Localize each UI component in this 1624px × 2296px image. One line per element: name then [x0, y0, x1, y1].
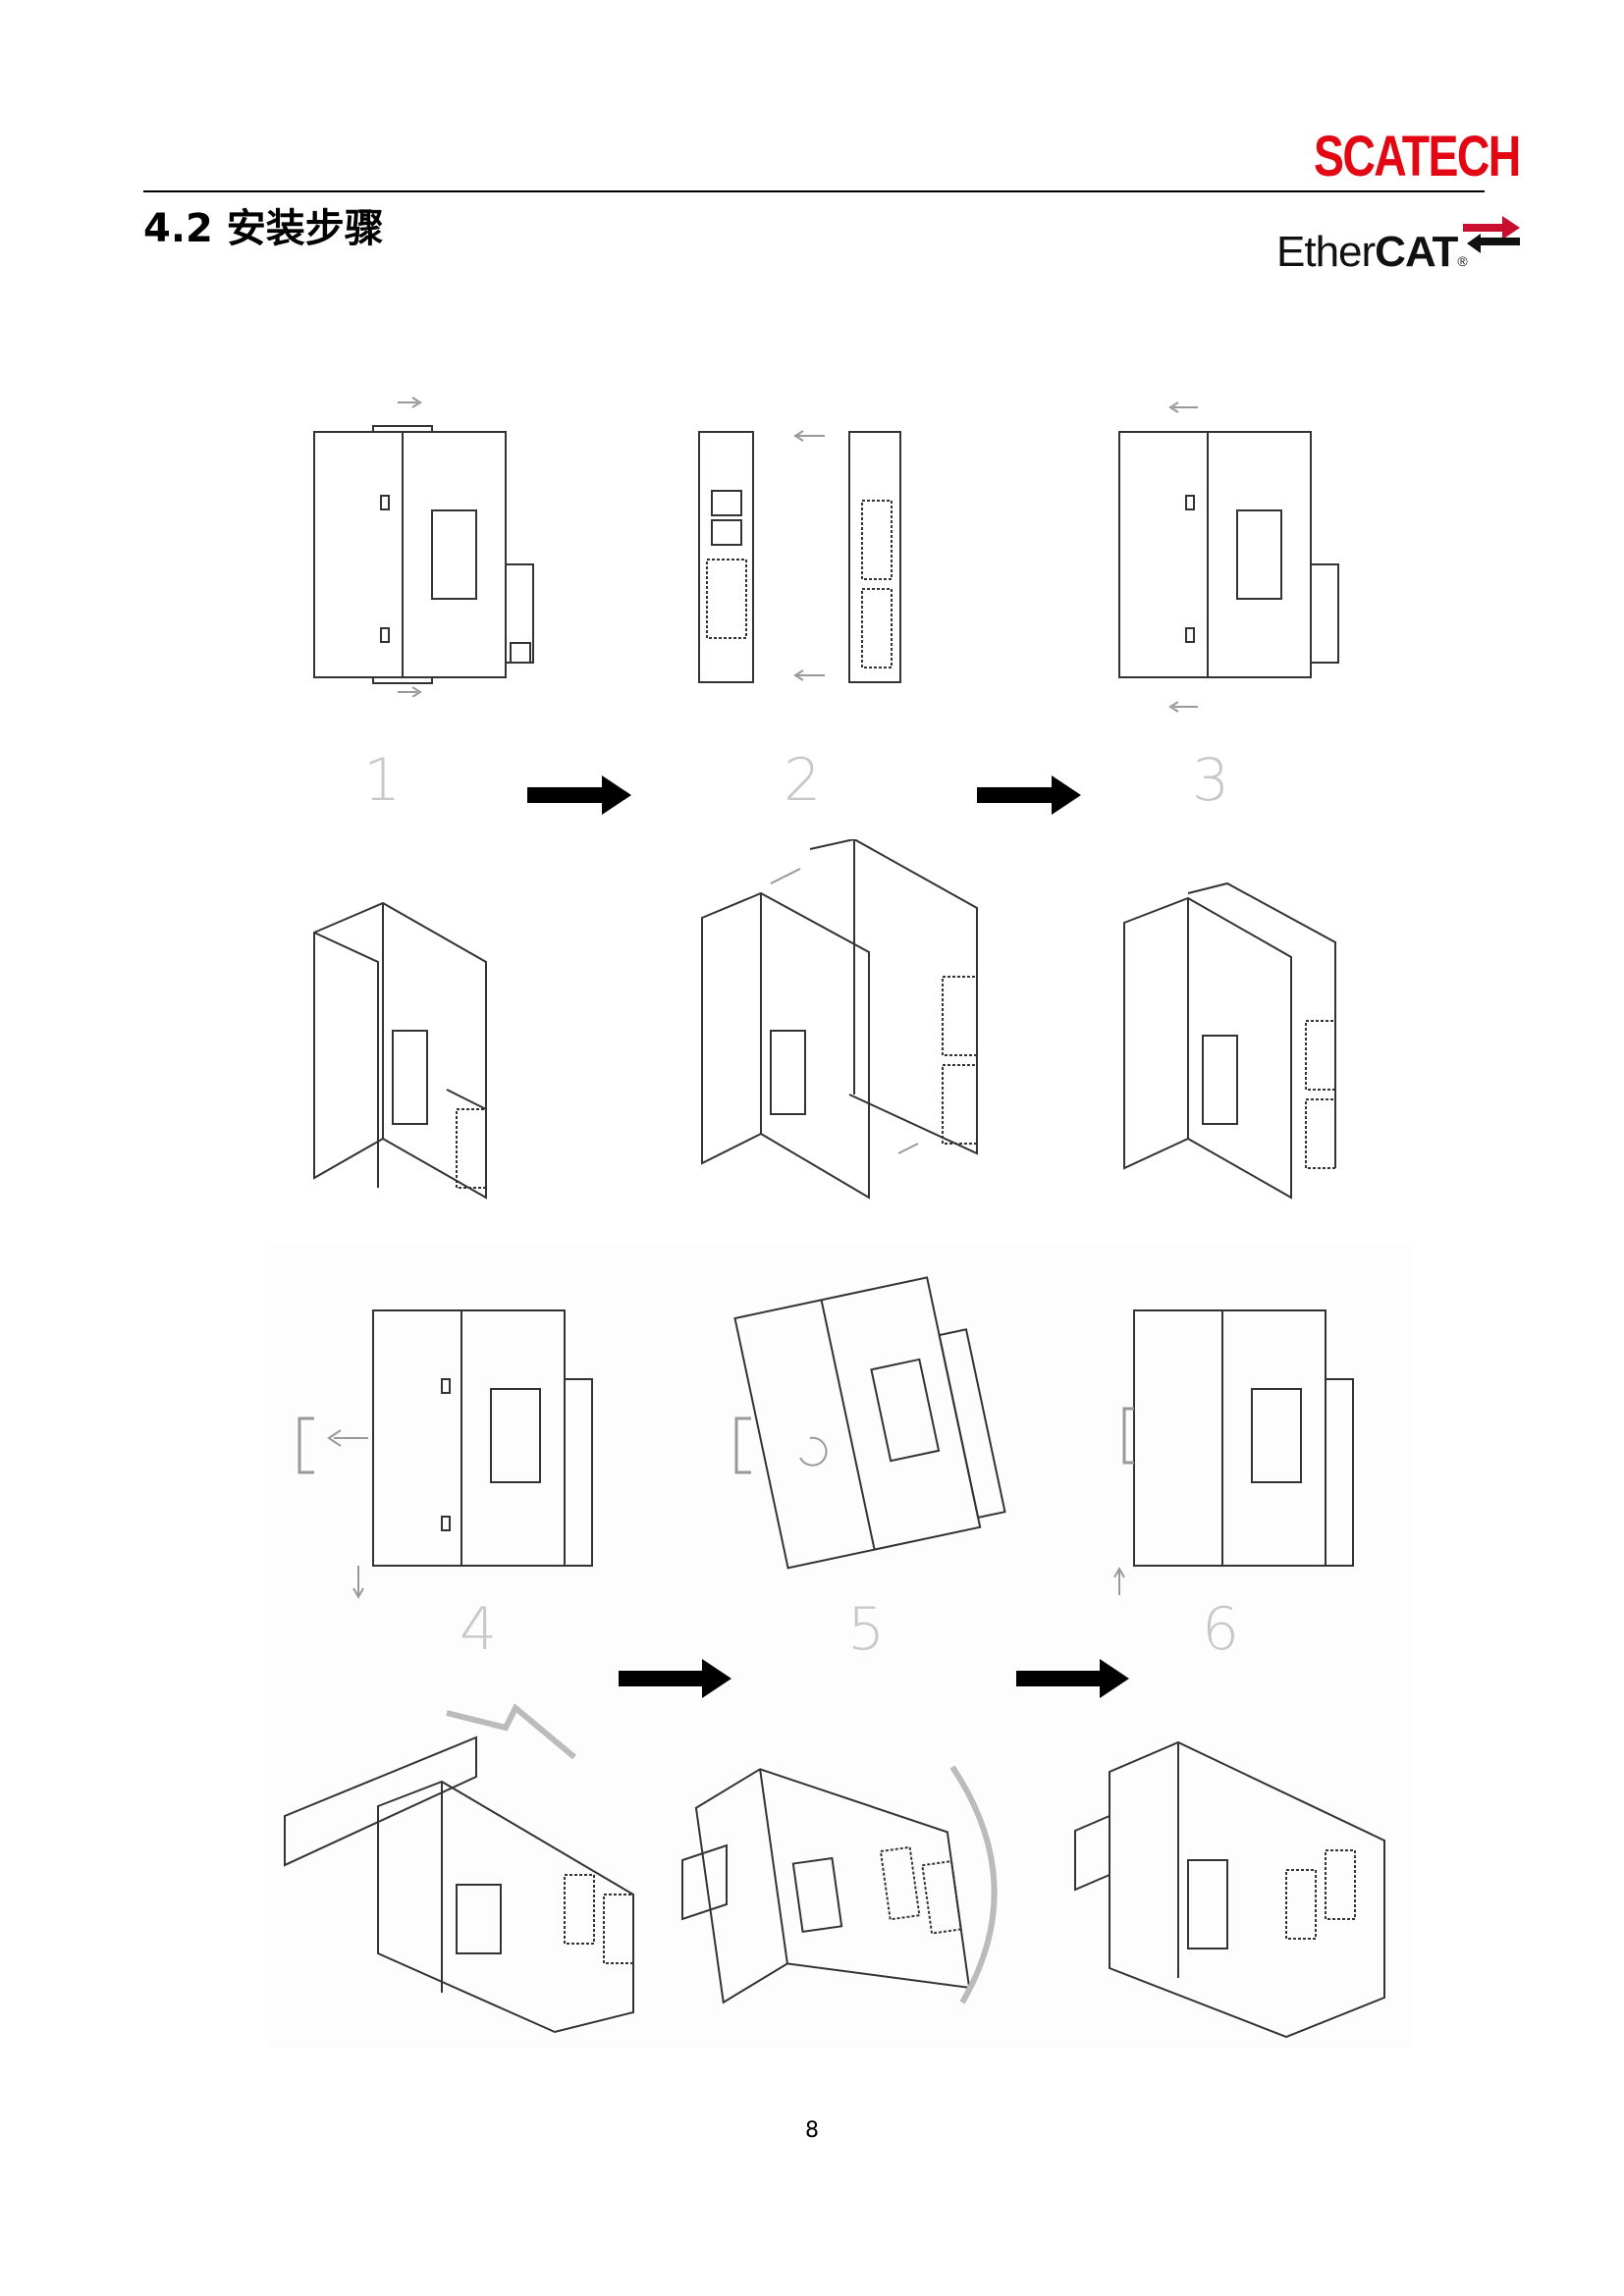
step-6-locked-figure: [1105, 1301, 1380, 1605]
page-number: 8: [805, 2118, 819, 2143]
step-number-5: 5: [847, 1595, 886, 1664]
next-step-arrow-icon: [977, 775, 1081, 815]
step-number-6: 6: [1202, 1595, 1240, 1664]
step-5-rotate-figure: [722, 1261, 1036, 1600]
step-4-rail-assembly-figure: [280, 1698, 643, 2042]
ethercat-logo-bold: CAT: [1375, 228, 1458, 276]
step-2-separated-modules-figure: [687, 422, 913, 697]
step-3-isometric-figure: [1119, 874, 1355, 1207]
step-6-rail-assembly-figure: [1070, 1703, 1394, 2042]
ethercat-arrows-icon: [1463, 216, 1520, 253]
step-1-isometric-figure: [309, 883, 535, 1207]
ethercat-logo-light: Ether: [1276, 228, 1376, 276]
step-number-1: 1: [363, 746, 402, 815]
step-2-isometric-figure: [692, 837, 987, 1207]
step-1-side-view-figure: [304, 383, 550, 697]
next-step-arrow-icon: [619, 1659, 731, 1698]
step-4-mount-figure: [285, 1301, 619, 1605]
step-3-side-view-figure: [1110, 383, 1355, 717]
next-step-arrow-icon: [527, 775, 631, 815]
next-step-arrow-icon: [1016, 1659, 1129, 1698]
ethercat-logo: EtherCAT®: [1276, 214, 1522, 293]
header-divider: [143, 190, 1485, 192]
ethercat-logo-mark: ®: [1457, 253, 1467, 269]
step-number-4: 4: [460, 1595, 498, 1664]
section-title: 4.2 安装步骤: [143, 206, 384, 251]
scatech-logo: SCATECH: [1314, 125, 1521, 188]
step-5-rail-assembly-figure: [677, 1708, 1041, 2032]
step-number-2: 2: [784, 746, 822, 815]
step-number-3: 3: [1192, 746, 1230, 815]
